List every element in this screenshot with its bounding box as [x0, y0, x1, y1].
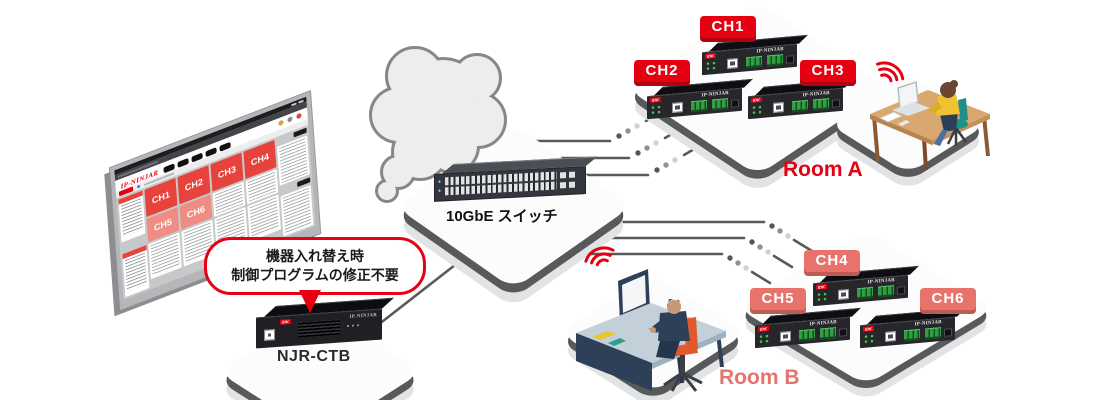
person-at-desk-room-a — [870, 61, 990, 170]
device-usb-port — [885, 331, 896, 342]
switch-label: 10GbE スイッチ — [446, 208, 558, 225]
controller-brand: IP-NINJAR — [349, 312, 377, 320]
callout-line1: 機器入れ替え時 — [266, 248, 364, 265]
info-icon — [287, 116, 293, 123]
device-sfp-port — [839, 328, 847, 337]
device-leds — [706, 60, 718, 71]
device-usb-port — [672, 102, 683, 113]
callout-bubble: 機器入れ替え時 制御プログラムの修正不要 — [204, 237, 426, 313]
device-terminal-block — [712, 98, 728, 111]
device-leds — [817, 291, 829, 302]
channel-badge-ch4: CH4 — [804, 250, 860, 272]
device-terminal-block — [925, 327, 941, 340]
cloud-icon — [369, 46, 507, 203]
person-at-desk-room-b — [576, 246, 726, 392]
device-sfp-port — [731, 99, 739, 108]
switch-uplink-ports — [560, 172, 566, 179]
callout-tail — [299, 290, 321, 313]
device-terminal-block — [813, 98, 829, 111]
device-usb-port — [773, 102, 784, 113]
wifi-icon — [584, 246, 615, 267]
device-sfp-port — [786, 55, 794, 64]
device-terminal-block — [792, 99, 808, 113]
room-b-label: Room B — [719, 366, 800, 389]
controller-leds — [346, 323, 360, 329]
screen-right-column — [276, 127, 314, 237]
device-sfp-port — [897, 286, 905, 295]
device-leds — [759, 333, 771, 344]
device-usb-port — [727, 58, 738, 69]
idk-logo: IDK — [280, 318, 291, 325]
sidebar-card — [122, 245, 150, 298]
channel-badge-ch5: CH5 — [750, 288, 806, 310]
callout-line2: 制御プログラムの修正不要 — [231, 267, 399, 283]
idk-logo: IDK — [650, 96, 661, 103]
idk-logo: IDK — [816, 283, 827, 290]
device-usb-port — [780, 331, 791, 342]
device-terminal-block — [746, 55, 762, 69]
alert-icon — [296, 112, 302, 120]
channel-badge-ch6: CH6 — [920, 288, 976, 310]
config-card — [280, 185, 314, 237]
channel-badge-ch1: CH1 — [700, 16, 756, 38]
controller-vent — [298, 319, 340, 338]
device-terminal-block — [904, 328, 920, 342]
device-leds — [651, 104, 663, 115]
device-leds — [864, 333, 876, 344]
room-a-label: Room A — [783, 158, 863, 181]
10gbe-switch-device — [434, 156, 598, 203]
device-terminal-block — [799, 328, 815, 342]
device-terminal-block — [878, 285, 894, 298]
switch-status-leds — [438, 178, 441, 195]
settings-icon — [278, 119, 284, 127]
device-terminal-block — [767, 54, 783, 67]
device-sfp-port — [832, 99, 840, 108]
sidebar-card — [118, 190, 146, 243]
wifi-icon — [875, 61, 905, 83]
controller-power-button — [264, 329, 275, 341]
device-usb-port — [838, 289, 849, 300]
idk-logo: IDK — [751, 96, 762, 103]
device-terminal-block — [857, 286, 873, 300]
device-terminal-block — [691, 99, 707, 113]
idk-logo: IDK — [758, 325, 769, 332]
device-sfp-port — [944, 328, 952, 337]
channel-badge-ch2: CH2 — [634, 60, 690, 82]
device-terminal-block — [820, 327, 836, 340]
idk-logo: IDK — [863, 325, 874, 332]
device-leds — [752, 104, 764, 115]
channel-badge-ch3: CH3 — [800, 60, 856, 82]
idk-logo: IDK — [705, 52, 716, 59]
controller-label: NJR-CTB — [277, 348, 351, 365]
